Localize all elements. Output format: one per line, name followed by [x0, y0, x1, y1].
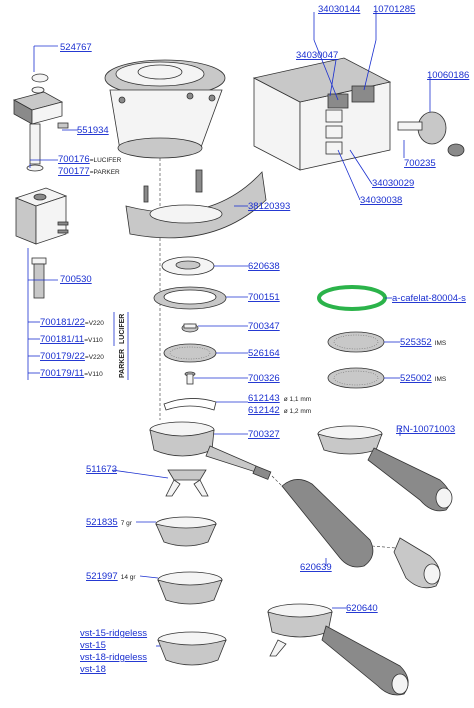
- part-link-612143[interactable]: 612143: [248, 393, 280, 404]
- part-note-612142: ø 1,2 mm: [284, 408, 311, 415]
- part-link-34030144[interactable]: 34030144: [318, 4, 360, 15]
- bottomless-portafilter: [317, 425, 453, 512]
- cafelat-gasket-highlight: [317, 285, 387, 311]
- solenoid-plunger: [31, 257, 47, 299]
- part-link-vst-18[interactable]: vst-18: [80, 664, 106, 675]
- part-link-525352[interactable]: 525352: [400, 337, 432, 348]
- voltage-note: =V220: [85, 320, 104, 327]
- part-note-525352: IMS: [435, 340, 447, 347]
- group-head: [104, 59, 226, 159]
- part-row-700179-11: 700179/11=V110: [40, 368, 103, 379]
- part-row-612142: 612142 ø 1,2 mm: [248, 405, 311, 416]
- part-link-700181-22[interactable]: 700181/22: [40, 317, 85, 328]
- part-link-vst-15[interactable]: vst-15: [80, 640, 106, 651]
- washer-700347: [181, 323, 199, 333]
- part-link-551934[interactable]: 551934: [77, 125, 109, 136]
- handle-620639: [281, 479, 441, 589]
- part-link-620638[interactable]: 620638: [248, 261, 280, 272]
- part-link-521997[interactable]: 521997: [86, 571, 118, 582]
- part-link-526164[interactable]: 526164: [248, 348, 280, 359]
- part-link-620639[interactable]: 620639: [300, 562, 332, 573]
- part-row-700179-22: 700179/22=V220: [40, 351, 104, 362]
- part-note-700176: =LUCIFER: [90, 157, 122, 164]
- switch-panel: [252, 57, 392, 171]
- part-link-700326[interactable]: 700326: [248, 373, 280, 384]
- part-link-34030047[interactable]: 34030047: [296, 50, 338, 61]
- part-link-700176[interactable]: 700176: [58, 154, 90, 165]
- part-row-700181-22: 700181/22=V220: [40, 317, 104, 328]
- part-link-rn-10071003[interactable]: RN-10071003: [396, 424, 455, 435]
- spout-511673: [165, 469, 209, 497]
- part-link-700235[interactable]: 700235: [404, 158, 436, 169]
- group-cover-38120393: [125, 169, 267, 239]
- part-link-700347[interactable]: 700347: [248, 321, 280, 332]
- part-note-525002: IMS: [435, 376, 447, 383]
- ims-screen-525002: [327, 367, 385, 389]
- voltage-note: =V220: [85, 354, 104, 361]
- portafilter-620640: [267, 603, 409, 696]
- shower-screen-526164: [163, 343, 217, 363]
- gasket-700151: [153, 286, 227, 310]
- screw-700326: [184, 371, 196, 385]
- part-link-vst-15-ridgeless[interactable]: vst-15-ridgeless: [80, 628, 147, 639]
- brand-label-lucifer: LUCIFER: [119, 314, 126, 344]
- spring-clip: [163, 398, 217, 411]
- brand-label-parker: PARKER: [119, 349, 126, 378]
- part-link-521835[interactable]: 521835: [86, 517, 118, 528]
- part-link-700179-11[interactable]: 700179/11: [40, 368, 84, 379]
- portafilter-700327: [149, 421, 272, 480]
- filter-basket-521997: [157, 571, 223, 605]
- voltage-note: =V110: [84, 337, 103, 344]
- part-link-525002[interactable]: 525002: [400, 373, 432, 384]
- part-note-521835: 7 gr: [121, 520, 133, 527]
- part-note-700177: =PARKER: [90, 169, 120, 176]
- part-link-700530[interactable]: 700530: [60, 274, 92, 285]
- part-link-10701285[interactable]: 10701285: [373, 4, 415, 15]
- part-note-612143: ø 1,1 mm: [284, 396, 311, 403]
- part-link-524767[interactable]: 524767: [60, 42, 92, 53]
- part-row-612143: 612143 ø 1,1 mm: [248, 393, 311, 404]
- steam-knob: [397, 111, 465, 157]
- part-note-521997: 14 gr: [121, 574, 137, 581]
- part-link-700327[interactable]: 700327: [248, 429, 280, 440]
- solenoid-coil: [14, 187, 69, 245]
- part-link-34030038[interactable]: 34030038: [360, 195, 402, 206]
- part-row-700177: 700177=PARKER: [58, 166, 120, 177]
- part-link-511673[interactable]: 511673: [86, 464, 117, 475]
- filter-basket-vst: [157, 631, 227, 666]
- part-row-700176: 700176=LUCIFER: [58, 154, 122, 165]
- part-link-700151[interactable]: 700151: [248, 292, 280, 303]
- part-link-612142[interactable]: 612142: [248, 405, 280, 416]
- part-link-10060186[interactable]: 10060186: [427, 70, 469, 81]
- part-link-700181-11[interactable]: 700181/11: [40, 334, 84, 345]
- solenoid-valve-body: [12, 73, 69, 172]
- part-link-34030029[interactable]: 34030029: [372, 178, 414, 189]
- part-link-700179-22[interactable]: 700179/22: [40, 351, 85, 362]
- part-link-620640[interactable]: 620640: [346, 603, 378, 614]
- ims-screen-525352: [327, 331, 385, 353]
- part-link-38120393[interactable]: 38120393: [248, 201, 290, 212]
- part-row-700181-11: 700181/11=V110: [40, 334, 103, 345]
- part-link-700177[interactable]: 700177: [58, 166, 90, 177]
- part-link-vst-18-ridgeless[interactable]: vst-18-ridgeless: [80, 652, 147, 663]
- part-link-cafelat-gasket[interactable]: a-cafelat-80004-s: [392, 293, 466, 304]
- filter-basket-521835: [155, 516, 217, 547]
- voltage-note: =V110: [84, 371, 103, 378]
- shower-disc-620638: [161, 256, 215, 276]
